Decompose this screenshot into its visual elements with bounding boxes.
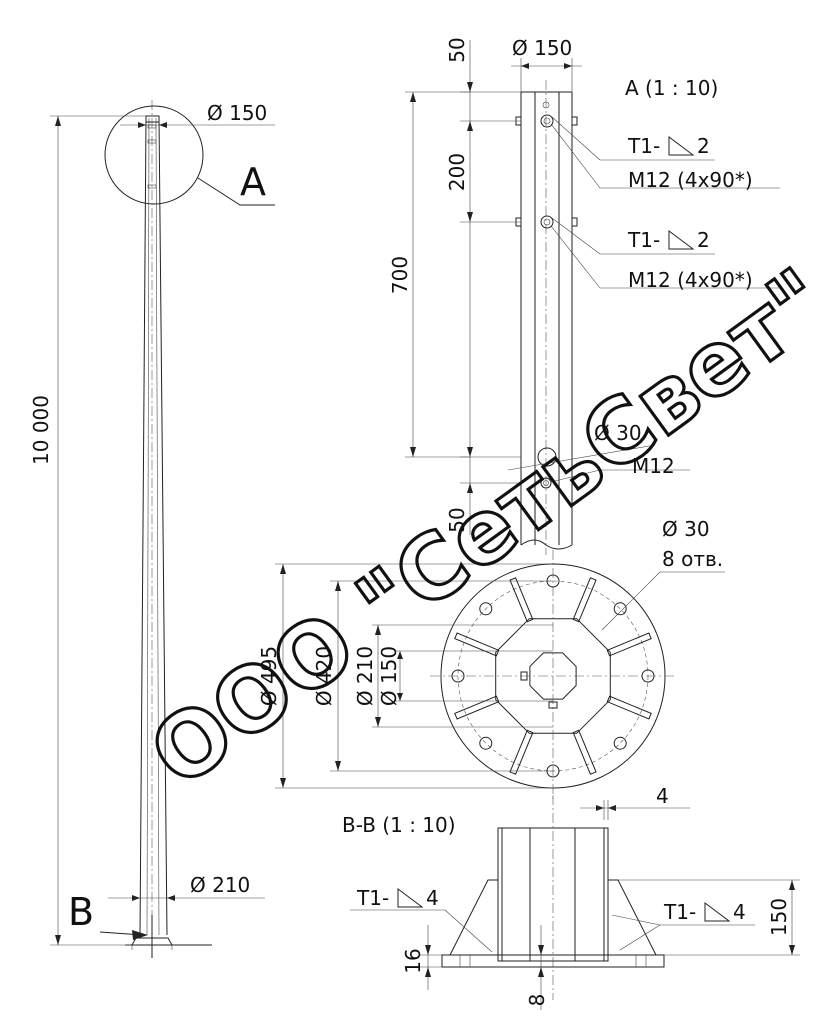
detail-a-dim-top: 50 — [445, 37, 469, 62]
flange-rib — [572, 729, 597, 775]
flange-bolt-hole — [613, 736, 627, 750]
section-gap: 8 — [525, 994, 549, 1007]
bolt-label-3: M12 — [632, 454, 675, 478]
bolt-label-2: M12 (4x90*) — [628, 268, 753, 292]
flange-bolt-hole — [479, 602, 493, 616]
flange-rib — [509, 729, 534, 775]
flange-rib — [606, 695, 652, 720]
detail-a-dim-bottom: 50 — [445, 507, 469, 532]
flange-hole-diameter: Ø 30 — [662, 517, 710, 541]
bottom-diameter-label: Ø 210 — [190, 873, 250, 897]
detail-a-title: A (1 : 10) — [625, 76, 718, 100]
detail-a-top-diameter: Ø 150 — [512, 36, 572, 60]
svg-text:2: 2 — [697, 228, 710, 252]
detail-a-hole-diameter: Ø 30 — [594, 421, 642, 445]
flange-rib — [606, 632, 652, 657]
flange-rib — [454, 695, 500, 720]
detail-a-mark: A — [240, 160, 266, 204]
weld-symbol-1: T1- 2 — [627, 134, 710, 158]
flange-outer-diameter: Ø 495 — [257, 646, 281, 706]
weld-symbol-right: T1- 4 — [663, 900, 746, 924]
detail-a-circle — [104, 105, 204, 205]
detail-a-view: A (1 : 10) Ø 150 — [388, 36, 780, 555]
flange-dim-150: Ø 150 — [377, 646, 401, 706]
section-rib-height: 150 — [767, 898, 791, 936]
section-bb-title: B-B (1 : 10) — [342, 813, 456, 837]
flange-rib — [454, 632, 500, 657]
flange-rib — [572, 577, 597, 623]
detail-a-dim-spacing: 200 — [445, 153, 469, 191]
svg-text:T1-: T1- — [663, 900, 696, 924]
flange-bolt-circle: Ø 420 — [312, 646, 336, 706]
watermark: ООО "СетьСвет" — [132, 248, 820, 807]
height-dimension: 10 000 — [29, 395, 53, 465]
svg-text:T1-: T1- — [356, 886, 389, 910]
bolt-label-1: M12 (4x90*) — [628, 168, 753, 192]
svg-text:T1-: T1- — [627, 228, 660, 252]
detail-a-dim-total: 700 — [388, 256, 412, 294]
svg-text:T1-: T1- — [627, 134, 660, 158]
top-diameter-label: Ø 150 — [207, 101, 267, 125]
section-wall-thickness: 4 — [656, 784, 669, 808]
flange-rib — [509, 577, 534, 623]
svg-text:4: 4 — [426, 886, 439, 910]
flange-bolt-hole — [479, 736, 493, 750]
section-plate-thickness: 16 — [401, 948, 425, 973]
section-b-mark: B — [68, 890, 94, 934]
overall-pole-view: A Ø 150 10 000 Ø 210 B — [29, 100, 275, 958]
flange-hole-count: 8 отв. — [662, 547, 723, 571]
section-bb-view: B-B (1 : 10) 4 T1- 4 — [342, 784, 800, 1010]
svg-text:4: 4 — [733, 900, 746, 924]
flange-plan-view: Ø 30 8 отв. Ø 495 Ø 420 Ø 210 Ø 150 — [257, 517, 725, 800]
weld-symbol-left: T1- 4 — [356, 886, 439, 910]
weld-symbol-2: T1- 2 — [627, 228, 710, 252]
svg-text:2: 2 — [697, 134, 710, 158]
flange-dim-210: Ø 210 — [353, 646, 377, 706]
flange-bolt-hole — [613, 602, 627, 616]
